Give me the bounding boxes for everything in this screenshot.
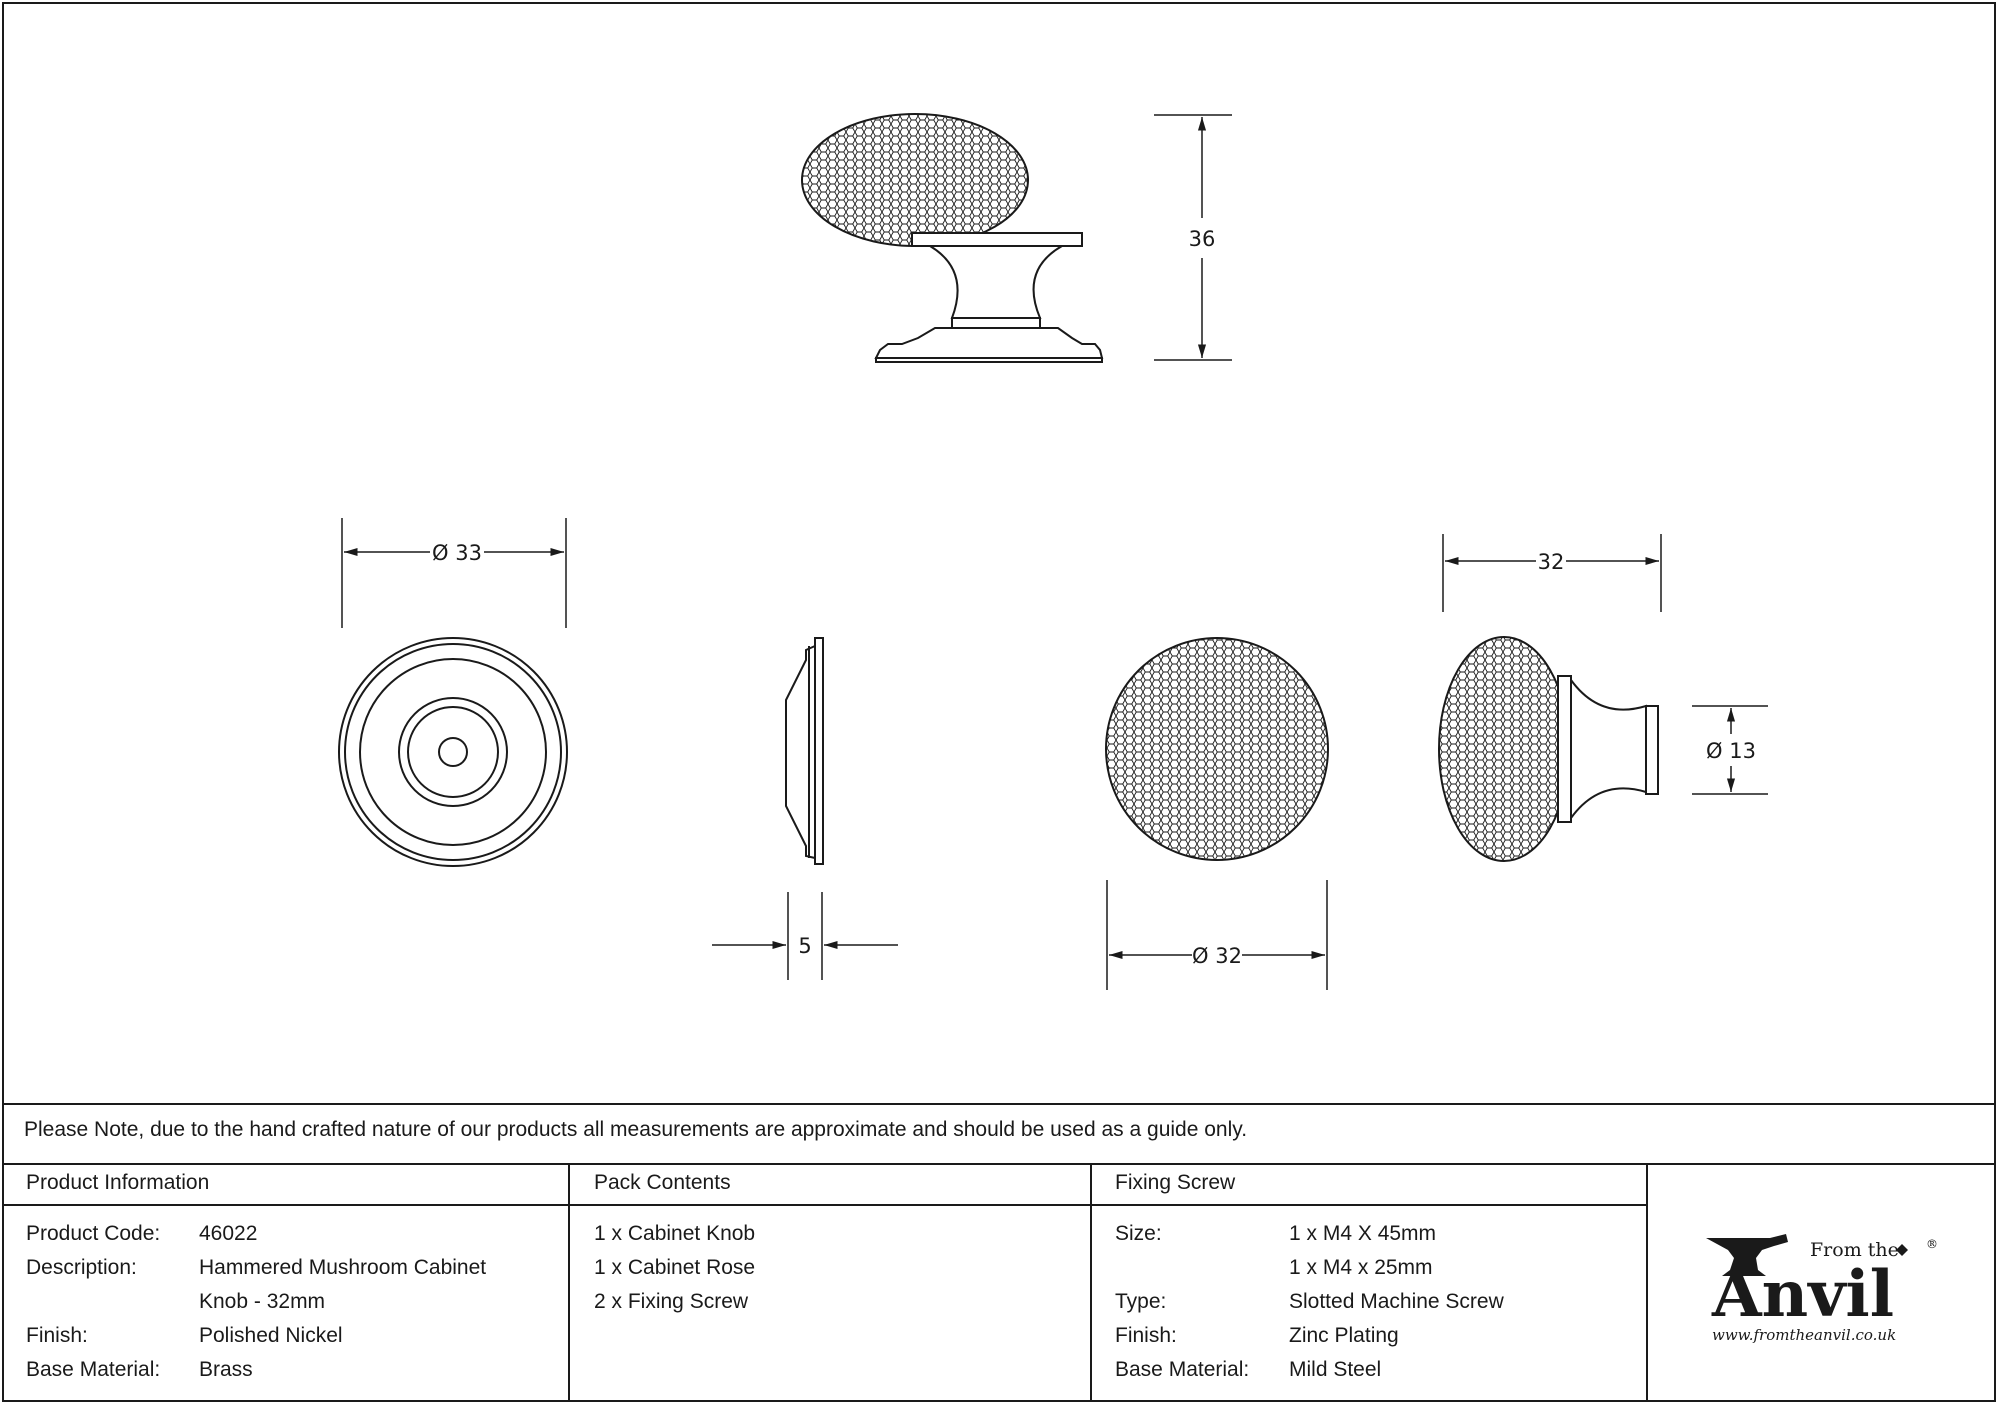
knob-side-elevation xyxy=(801,113,1104,363)
pack-item: 1 x Cabinet Knob xyxy=(594,1222,756,1245)
dim-knob-front-diameter: Ø 32 xyxy=(1192,944,1242,968)
anvil-icon xyxy=(1706,1234,1788,1276)
measurement-note: Please Note, due to the hand crafted nat… xyxy=(24,1118,1248,1141)
screw-finish-label: Finish: xyxy=(1115,1324,1177,1347)
description-value: Hammered Mushroom Cabinet xyxy=(199,1256,487,1279)
divider-col3 xyxy=(1646,1163,1648,1402)
base-material-value: Brass xyxy=(199,1358,253,1381)
description-label: Description: xyxy=(26,1256,137,1279)
base-material-label: Base Material: xyxy=(26,1358,161,1381)
product-code-value: 46022 xyxy=(199,1222,258,1245)
screw-finish-value: Zinc Plating xyxy=(1289,1324,1399,1347)
dim-knob-depth: 32 xyxy=(1538,550,1565,574)
screw-type-label: Type: xyxy=(1115,1290,1167,1313)
screw-size-value-2: 1 x M4 x 25mm xyxy=(1289,1256,1433,1279)
product-info-heading: Product Information xyxy=(26,1171,210,1194)
pack-contents-heading: Pack Contents xyxy=(594,1171,731,1194)
finish-label: Finish: xyxy=(26,1324,88,1347)
screw-material-value: Mild Steel xyxy=(1289,1358,1382,1381)
divider-headers xyxy=(2,1204,1646,1206)
logo-url: www.fromtheanvil.co.uk xyxy=(1712,1326,1896,1344)
diamond-icon xyxy=(1896,1244,1908,1256)
from-the-anvil-logo: From the ® Anvil www.fromtheanvil.co.uk xyxy=(1706,1234,1938,1344)
product-code-label: Product Code: xyxy=(26,1222,161,1245)
pack-item: 1 x Cabinet Rose xyxy=(594,1256,756,1279)
dim-rose-depth: 5 xyxy=(798,934,811,958)
dim-height: 36 xyxy=(1189,227,1216,251)
screw-material-label: Base Material: xyxy=(1115,1358,1250,1381)
dim-rose-diameter: Ø 33 xyxy=(432,541,482,565)
divider-col2 xyxy=(1090,1163,1092,1402)
description-value-cont: Knob - 32mm xyxy=(199,1290,326,1313)
knob-front-view xyxy=(1105,637,1329,861)
technical-drawing: 36 Ø 33 5 Ø 32 32 Ø 13 xyxy=(338,113,1768,990)
screw-size-label: Size: xyxy=(1115,1222,1162,1245)
fixing-screw-heading: Fixing Screw xyxy=(1115,1171,1236,1194)
logo-anvil: Anvil xyxy=(1711,1257,1894,1332)
screw-size-value: 1 x M4 X 45mm xyxy=(1289,1222,1437,1245)
divider-note xyxy=(2,1163,1996,1165)
rose-front-view xyxy=(338,637,568,867)
dim-stem-diameter: Ø 13 xyxy=(1706,739,1756,763)
screw-type-value: Slotted Machine Screw xyxy=(1289,1290,1504,1313)
knob-side-view xyxy=(1438,636,1659,862)
finish-value: Polished Nickel xyxy=(199,1324,343,1347)
logo-from-the: From the xyxy=(1810,1239,1899,1261)
pack-item: 2 x Fixing Screw xyxy=(594,1290,749,1313)
logo-registered: ® xyxy=(1926,1237,1938,1251)
rose-side-profile xyxy=(785,637,824,865)
divider-col1 xyxy=(568,1163,570,1402)
divider-top xyxy=(2,1103,1996,1105)
